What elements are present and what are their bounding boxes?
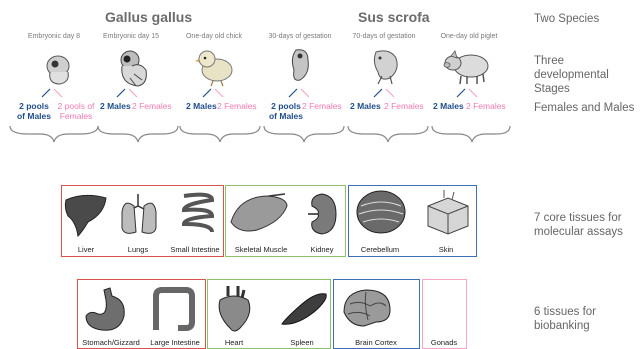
- male-group-label: 2 Males: [350, 101, 381, 111]
- tissue-label-skeletal-muscle: Skeletal Muscle: [228, 245, 294, 254]
- heart-image: [214, 284, 254, 334]
- female-group-label: 2 pools of Females: [56, 101, 96, 121]
- spleen-image: [278, 290, 330, 328]
- stomach-image: [82, 286, 128, 334]
- lungs-image: [118, 192, 160, 238]
- skeletal-muscle-image: [229, 192, 291, 236]
- tissue-label-small-intestine: Small Intestine: [166, 245, 224, 254]
- group-braces: [0, 124, 643, 154]
- male-group-label: 2 Males: [100, 101, 131, 111]
- skin-image: [424, 194, 470, 236]
- tissue-label-liver: Liver: [66, 245, 106, 254]
- female-group-label: 2 Females: [302, 101, 342, 111]
- tissue-label-skin: Skin: [426, 245, 466, 254]
- tissue-label-large-intestine: Large Intestine: [144, 338, 206, 347]
- female-group-label: 2 Females: [132, 101, 172, 111]
- liver-image: [64, 192, 108, 238]
- cerebellum-image: [355, 188, 407, 238]
- row-label-sexes: Females and Males: [534, 101, 634, 115]
- male-group-label: 2 Males: [186, 101, 217, 111]
- tissue-label-spleen: Spleen: [282, 338, 322, 347]
- tissue-label-lungs: Lungs: [118, 245, 158, 254]
- tissue-label-heart: Heart: [214, 338, 254, 347]
- male-group-label: 2 Males: [433, 101, 464, 111]
- tissue-label-stomach: Stomach/Gizzard: [78, 338, 144, 347]
- row-label-species: Two Species: [534, 12, 599, 26]
- female-group-label: 2 Females: [466, 101, 506, 111]
- large-intestine-image: [150, 286, 198, 332]
- brain-cortex-image: [340, 286, 394, 330]
- tissue-label-gonads: Gonads: [424, 338, 464, 347]
- kidney-image: [306, 192, 338, 236]
- male-group-label: 2 pools of Males: [14, 101, 54, 121]
- tissue-label-brain-cortex: Brain Cortex: [340, 338, 412, 347]
- tissue-label-kidney: Kidney: [302, 245, 342, 254]
- small-intestine-image: [178, 190, 218, 238]
- male-group-label: 2 pools of Males: [266, 101, 306, 121]
- row-label-core-tissues: 7 core tissues for molecular assays: [534, 211, 638, 239]
- female-group-label: 2 Females: [384, 101, 424, 111]
- female-group-label: 2 Females: [217, 101, 257, 111]
- tissue-label-cerebellum: Cerebellum: [352, 245, 408, 254]
- row-label-biobank-tissues: 6 tissues for biobanking: [534, 305, 634, 333]
- row-label-stages: Three developmental Stages: [534, 54, 642, 96]
